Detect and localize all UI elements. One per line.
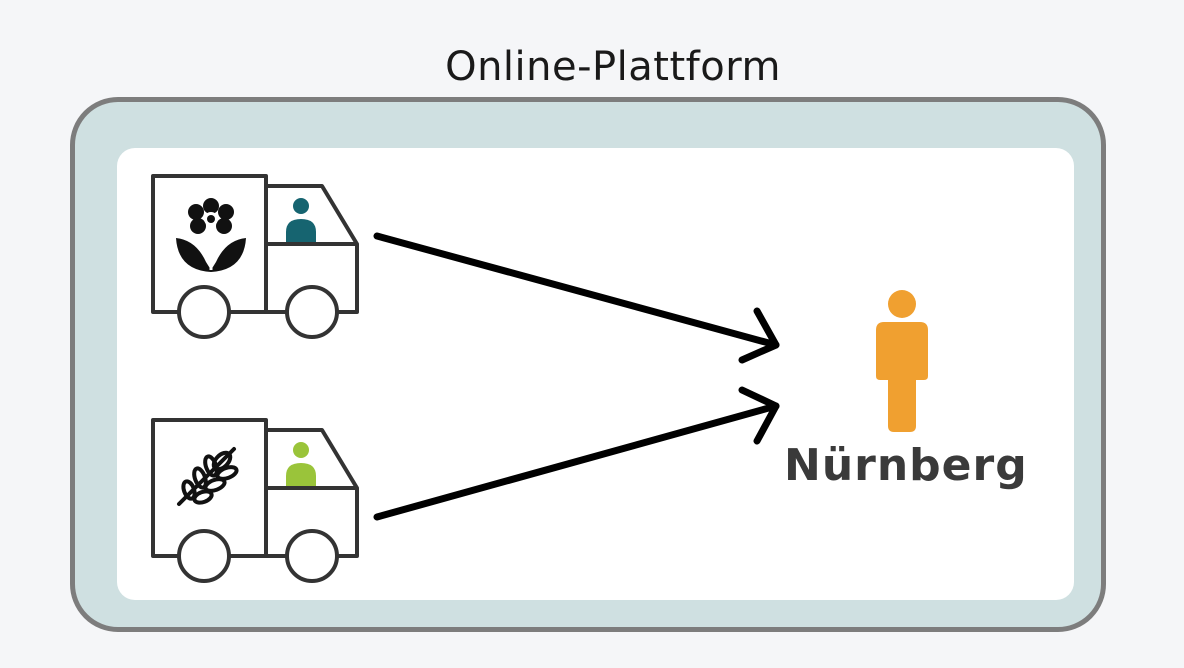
person-icon (876, 290, 928, 432)
driver-icon (286, 198, 316, 242)
destination-label: Nürnberg (784, 440, 1028, 491)
truck-flower-icon (151, 174, 359, 339)
arrow-icon (373, 386, 780, 521)
flower-icon (176, 198, 246, 272)
wheat-icon (177, 447, 239, 506)
truck-grain-icon (151, 418, 359, 583)
arrow-icon (373, 232, 780, 364)
driver-icon (286, 442, 316, 486)
platform-title: Online-Plattform (445, 44, 781, 90)
